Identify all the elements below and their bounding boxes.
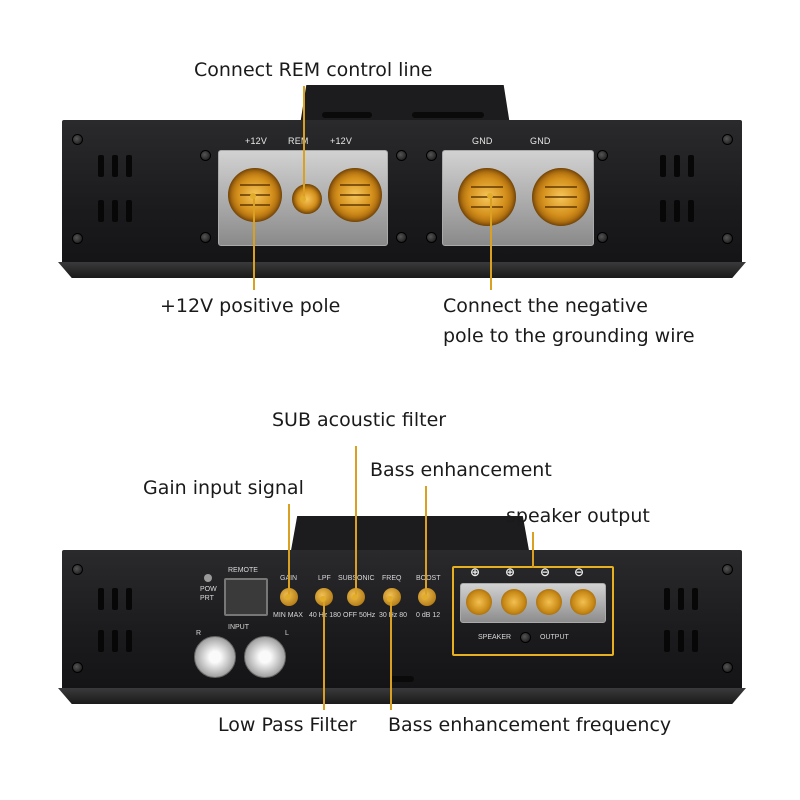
speaker-terminal-3[interactable] xyxy=(536,589,562,615)
polarity-1: ⊕ xyxy=(470,565,481,579)
label-remote: REMOTE xyxy=(228,567,258,574)
speaker-terminal-1[interactable] xyxy=(466,589,492,615)
leader-rem xyxy=(303,86,305,198)
leader-bass-freq xyxy=(390,600,392,710)
label-input: INPUT xyxy=(228,624,249,631)
speaker-terminal-2[interactable] xyxy=(501,589,527,615)
callout-positive: +12V positive pole xyxy=(160,295,341,317)
label-output: OUTPUT xyxy=(540,634,569,641)
polarity-2: ⊕ xyxy=(505,565,516,579)
callout-gain: Gain input signal xyxy=(143,477,304,499)
callout-bass-freq: Bass enhancement frequency xyxy=(388,714,672,736)
bottom-amp-flange xyxy=(58,688,746,704)
callout-speaker-out: speaker output xyxy=(506,505,650,527)
polarity-4: ⊖ xyxy=(574,565,585,579)
top-amp-flange xyxy=(58,262,746,278)
gain-range: MIN MAX xyxy=(273,612,303,619)
label-rem: REM xyxy=(288,136,309,146)
label-l: L xyxy=(285,630,289,637)
callout-negative-1: Connect the negative xyxy=(443,295,648,317)
top-amp-face xyxy=(62,120,742,265)
rem-terminal xyxy=(292,184,322,214)
callout-bass-enh: Bass enhancement xyxy=(370,459,552,481)
leader-gain xyxy=(288,504,290,596)
speaker-terminal-4[interactable] xyxy=(570,589,596,615)
callout-lpf: Low Pass Filter xyxy=(218,714,357,736)
polarity-3: ⊖ xyxy=(540,565,551,579)
callout-sub-filter: SUB acoustic filter xyxy=(272,409,447,431)
label-prt: PRT xyxy=(200,595,214,602)
callout-negative-2: pole to the grounding wire xyxy=(443,325,695,347)
label-lpf: LPF xyxy=(318,575,331,582)
positive-terminal-b xyxy=(328,168,382,222)
freq-range: 30 Hz 80 xyxy=(379,612,408,619)
leader-negative xyxy=(490,196,492,290)
leader-speaker-out xyxy=(532,532,534,568)
boost-range: 0 dB 12 xyxy=(416,612,441,619)
leader-bass-enh xyxy=(425,486,427,596)
rca-input-l[interactable] xyxy=(244,636,286,678)
leader-positive xyxy=(253,196,255,290)
ground-terminal-a xyxy=(458,168,516,226)
label-pow: POW xyxy=(200,586,217,593)
remote-port[interactable] xyxy=(224,578,268,616)
subsonic-range: OFF 50Hz xyxy=(343,612,376,619)
label-speaker: SPEAKER xyxy=(478,634,512,641)
power-led xyxy=(204,574,212,582)
label-12v-a: +12V xyxy=(245,136,268,146)
label-r: R xyxy=(196,630,202,637)
bottom-amp-face xyxy=(62,550,742,690)
ground-terminal-b xyxy=(532,168,590,226)
top-amp-hump xyxy=(300,85,510,125)
rca-input-r[interactable] xyxy=(194,636,236,678)
label-freq: FREQ xyxy=(382,575,402,582)
label-12v-b: +12V xyxy=(330,136,353,146)
leader-sub-filter xyxy=(355,446,357,596)
callout-rem: Connect REM control line xyxy=(194,59,433,81)
leader-lpf xyxy=(323,600,325,710)
label-gnd-b: GND xyxy=(530,136,551,146)
label-gnd-a: GND xyxy=(472,136,493,146)
bottom-amp-hump xyxy=(290,516,530,556)
label-boost: BOOST xyxy=(416,575,441,582)
